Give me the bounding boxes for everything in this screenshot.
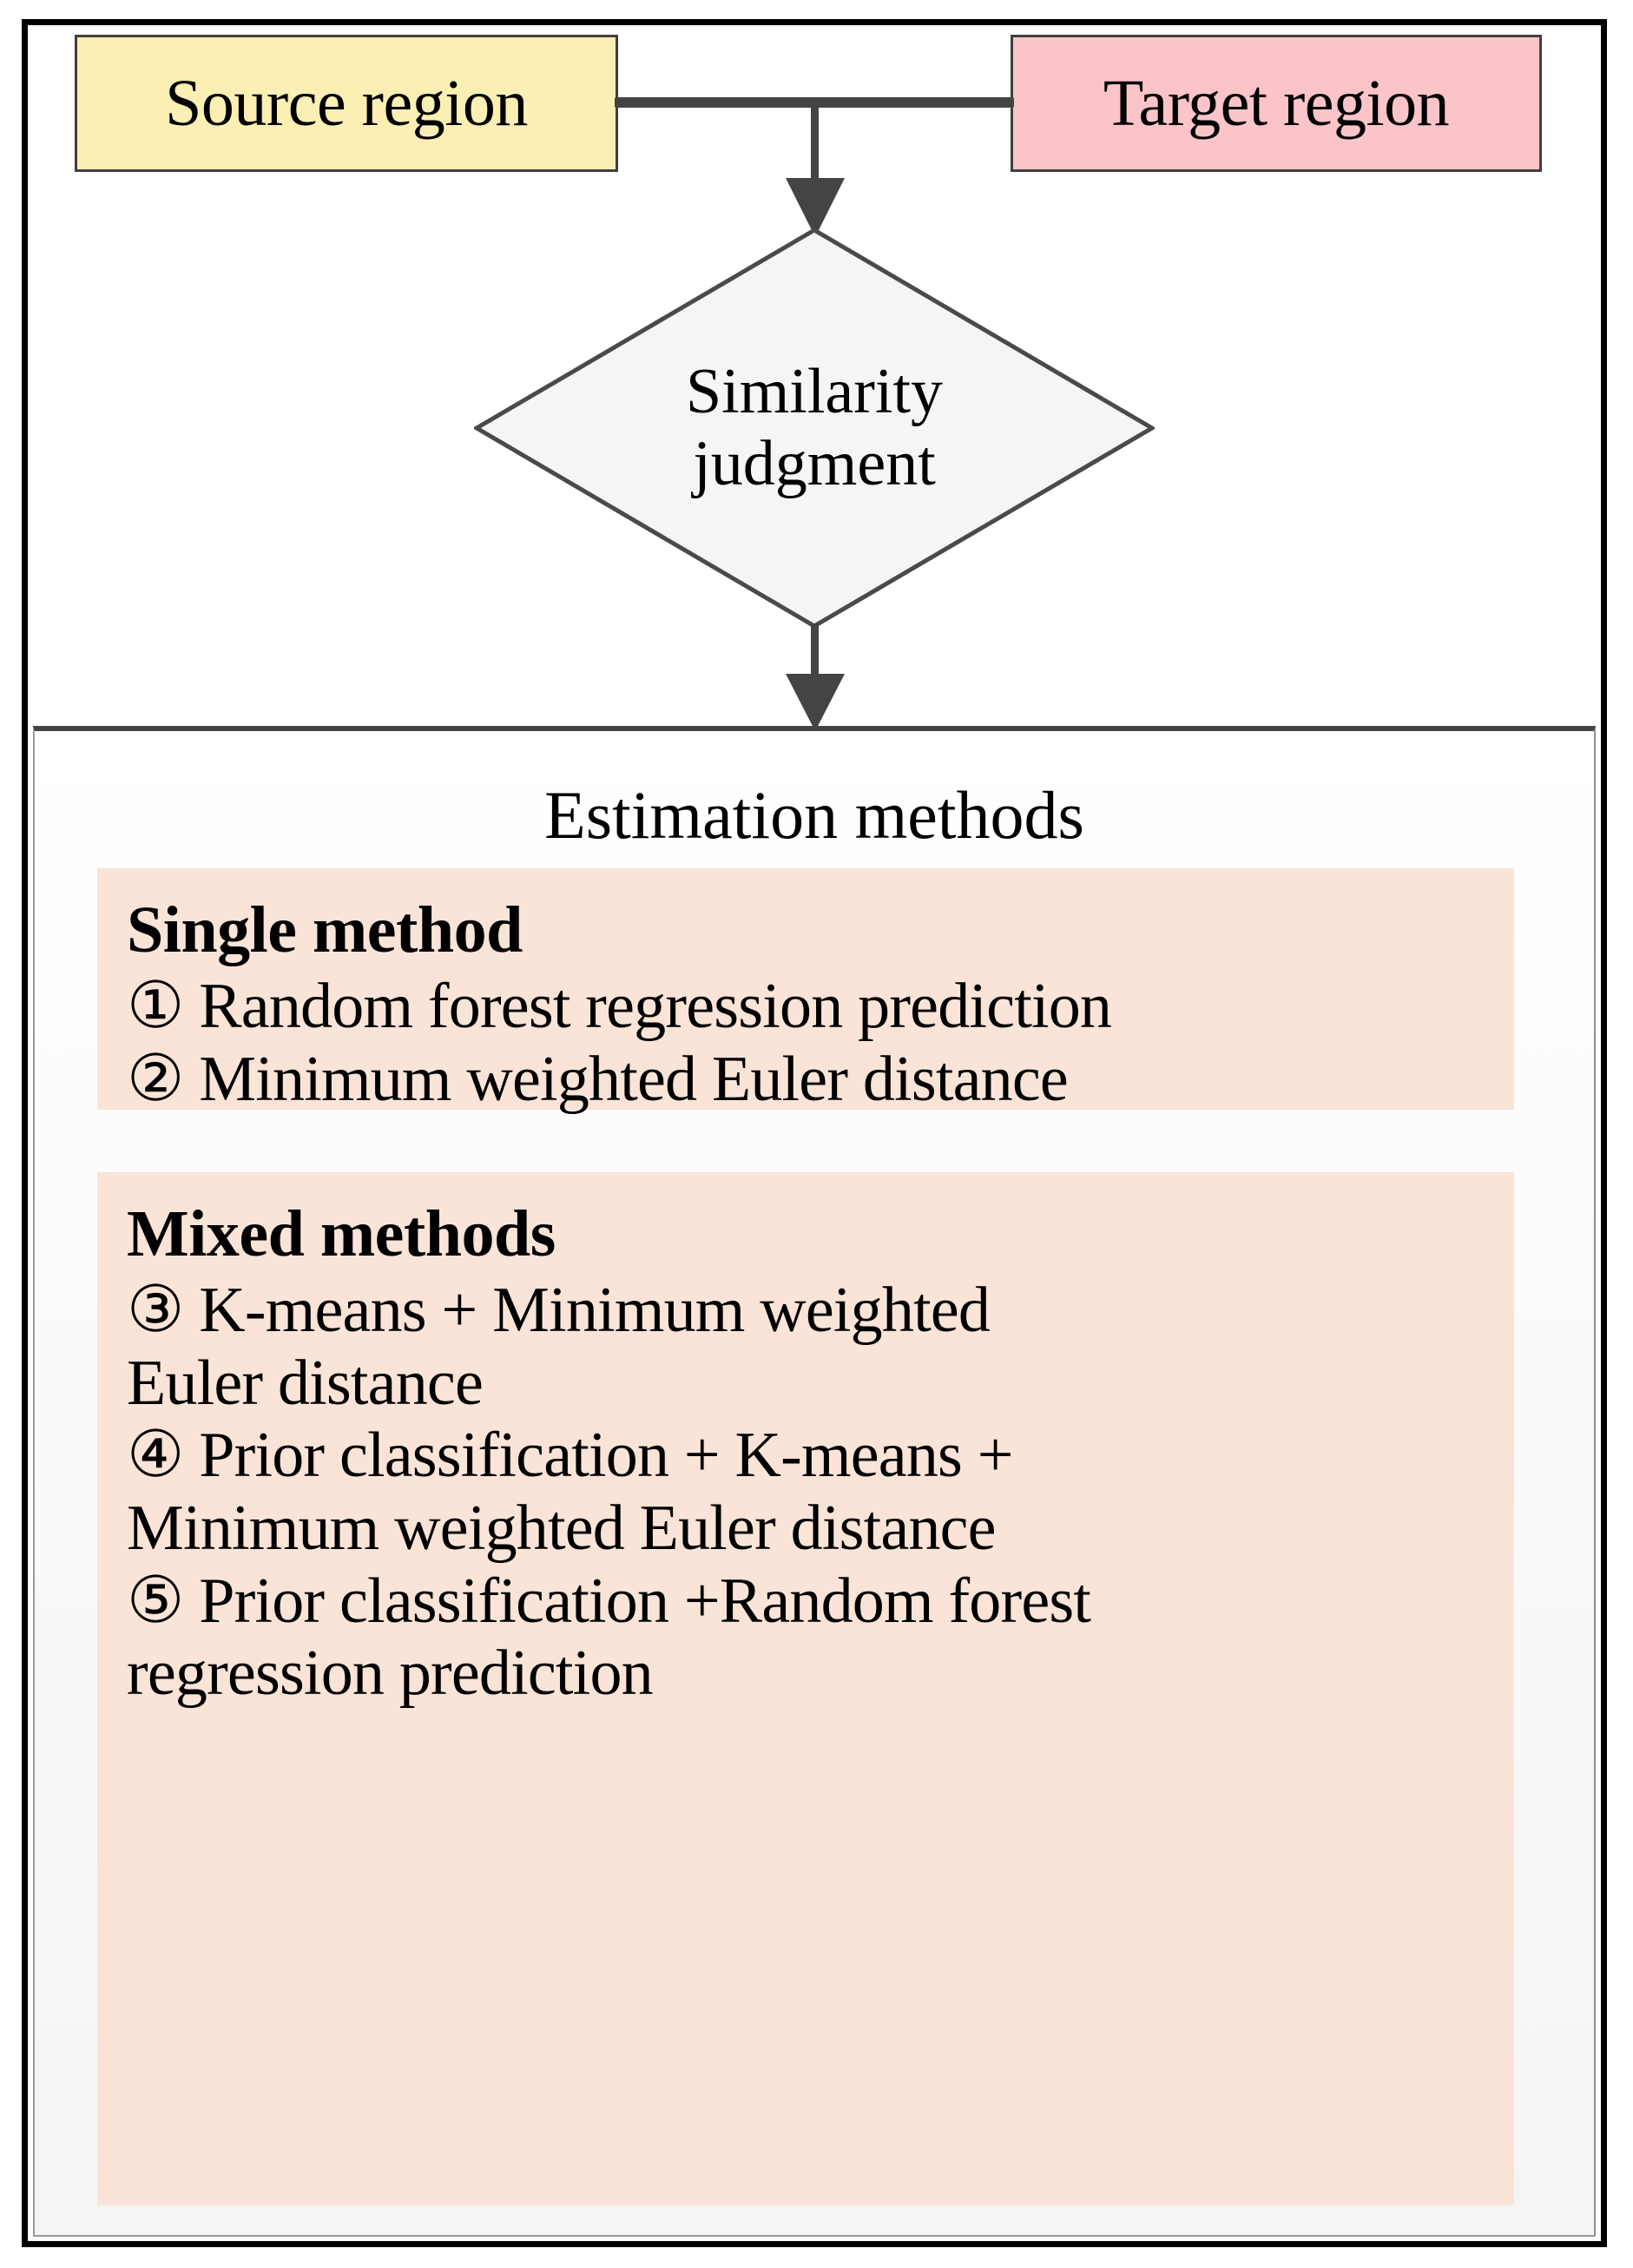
estimation-methods-panel: Estimation methods Single method ① Rando…	[33, 726, 1596, 2237]
mixed-methods-card: Mixed methods ③ K-means + Minimum weight…	[97, 1172, 1514, 2205]
mixed-methods-heading: Mixed methods	[127, 1197, 556, 1270]
outer-frame	[22, 19, 1607, 2247]
mixed-methods-item-5: ⑤ Prior classification +Random forest re…	[127, 1565, 1091, 1710]
target-region-label: Target region	[1103, 67, 1450, 140]
single-method-card: Single method ① Random forest regression…	[97, 868, 1514, 1115]
source-region-label: Source region	[165, 67, 528, 140]
single-method-item-2: ② Minimum weighted Euler distance	[127, 1043, 1069, 1115]
connector-to-decision-line	[811, 102, 819, 215]
arrowhead-to-estimation-icon	[786, 674, 845, 731]
source-region-box: Source region	[75, 35, 618, 172]
diamond-shape-icon	[474, 227, 1155, 629]
arrowhead-to-decision-icon	[786, 178, 845, 237]
mixed-methods-item-4: ④ Prior classification + K-means + Minim…	[127, 1420, 1013, 1564]
single-method-heading: Single method	[127, 893, 523, 966]
estimation-methods-title: Estimation methods	[544, 777, 1084, 853]
similarity-judgment-decision: Similarity judgment	[474, 227, 1155, 629]
single-method-item-1: ① Random forest regression prediction	[127, 971, 1112, 1043]
connector-to-estimation-line	[811, 623, 819, 693]
mixed-methods-item-3: ③ K-means + Minimum weighted Euler dista…	[127, 1275, 991, 1419]
target-region-box: Target region	[1011, 35, 1542, 172]
